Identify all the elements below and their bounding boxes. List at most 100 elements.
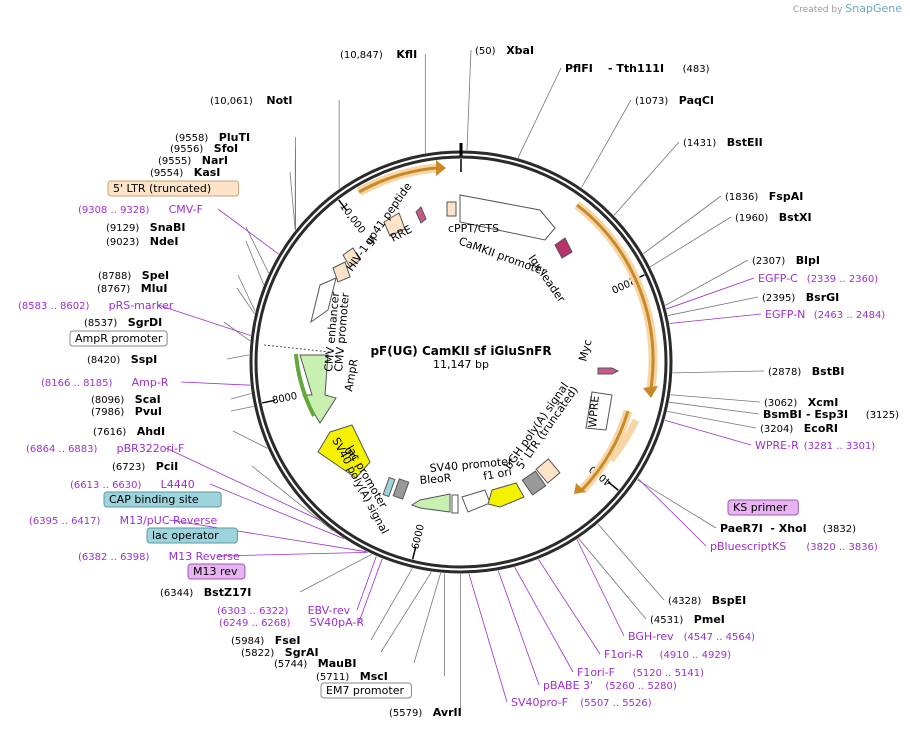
- enzyme-site-label[interactable]: (6344)BstZ17I: [160, 586, 251, 599]
- enzyme-name: BlpI: [796, 254, 820, 267]
- orf-arrow-top-head: [436, 160, 446, 176]
- enzyme-position: (3125): [866, 410, 899, 421]
- enzyme-site-label[interactable]: (7986)PvuI: [91, 405, 162, 418]
- enzyme-site-label[interactable]: (6723)PciI: [112, 460, 178, 473]
- enzyme-site-label[interactable]: (1431)BstEII: [683, 136, 763, 149]
- primer-label[interactable]: (8583 .. 8602)pRS-marker: [18, 299, 174, 312]
- enzyme-site-label[interactable]: PflFI- Tth111I(483): [565, 62, 710, 75]
- enzyme-position: (5744): [274, 659, 307, 670]
- enzyme-site-label[interactable]: (5579)AvrII: [389, 706, 462, 719]
- enzyme-site-label[interactable]: (1960)BstXI: [735, 211, 812, 224]
- primer-label[interactable]: (6613 .. 6630)L4440: [70, 478, 195, 491]
- enzyme-site-label[interactable]: (10,061)NotI: [210, 94, 293, 107]
- boxed-feature-label[interactable]: lac operator: [146, 527, 238, 544]
- primer-label[interactable]: F1ori-F(5120 .. 5141): [577, 666, 704, 679]
- enzyme-site-label[interactable]: (8767)MluI: [97, 282, 167, 295]
- feature-label: cPPT/CTS: [448, 222, 499, 235]
- enzyme-site-label[interactable]: (5744)MauBI: [274, 657, 356, 670]
- enzyme-position: (8096): [91, 395, 124, 406]
- primer-label[interactable]: (6382 .. 6398)M13 Reverse: [78, 550, 240, 563]
- primer-leader-line: [157, 304, 251, 336]
- primer-label[interactable]: (6303 .. 6322)EBV-rev: [217, 604, 351, 617]
- orf-arrow-right-head: [643, 386, 658, 398]
- primer-label[interactable]: pBluescriptKS(3820 .. 3836): [710, 540, 878, 553]
- enzyme-name: PflFI: [565, 62, 593, 75]
- enzyme-leader-line: [236, 287, 255, 315]
- boxed-feature-label[interactable]: 5' LTR (truncated): [107, 180, 240, 197]
- primer-name: pBABE 3': [543, 679, 593, 692]
- enzyme-name: BstEII: [727, 136, 763, 149]
- enzyme-site-label[interactable]: (9554)KasI: [150, 166, 220, 179]
- enzyme-position: (5984): [231, 636, 264, 647]
- enzyme-site-label[interactable]: (8537) SgrDI: [84, 316, 162, 329]
- primer-label[interactable]: pBABE 3'(5260 .. 5280): [543, 679, 677, 692]
- feature-cap-site: [392, 478, 410, 500]
- feature-igk-leader: [554, 237, 573, 259]
- enzyme-site-label[interactable]: BsmBI- Esp3I(3125): [763, 408, 899, 421]
- feature-cmv-enhancer: [310, 277, 337, 324]
- enzyme-site-label[interactable]: (3062)XcmI: [764, 396, 838, 409]
- enzyme-site-label[interactable]: (9555)NarI: [158, 154, 228, 167]
- primer-label[interactable]: EGFP-C(2339 .. 2360): [758, 272, 878, 285]
- enzyme-site-label[interactable]: (9556)SfoI: [170, 142, 238, 155]
- primer-label[interactable]: (8166 .. 8185)Amp-R: [41, 376, 169, 389]
- primer-label[interactable]: (6395 .. 6417)M13/pUC Reverse: [29, 514, 217, 527]
- enzyme-site-label[interactable]: (1836)FspAI: [725, 190, 803, 203]
- enzyme-site-label[interactable]: (8096)ScaI: [91, 393, 161, 406]
- enzyme-site-label[interactable]: (2395)BsrGI: [762, 291, 839, 304]
- primer-label[interactable]: (6864 .. 6883)pBR322ori-F: [26, 442, 184, 455]
- enzyme-site-label[interactable]: (8420)SspI: [87, 353, 157, 366]
- enzyme-site-label[interactable]: (10,847)KflI: [340, 48, 417, 61]
- enzyme-name: BspEI: [712, 594, 746, 607]
- enzyme-site-label[interactable]: (7616)AhdI: [93, 425, 165, 438]
- enzyme-position: (7616): [93, 427, 126, 438]
- feature-ampr-promoter-arrow: [294, 353, 316, 417]
- primer-name: EGFP-N: [765, 308, 805, 321]
- boxed-feature-label[interactable]: EM7 promoter: [320, 682, 412, 699]
- enzyme-leader-line: [230, 393, 252, 400]
- enzyme-site-label[interactable]: (9023)NdeI: [106, 235, 178, 248]
- enzyme-site-label[interactable]: (8788)SpeI: [98, 269, 169, 282]
- primer-label[interactable]: (9308 .. 9328)CMV-F: [78, 203, 203, 216]
- enzyme-name: SgrDI: [128, 316, 162, 329]
- primer-name: SV40pro-F: [511, 696, 568, 709]
- boxed-feature-label[interactable]: CAP binding site: [103, 491, 222, 508]
- primer-label[interactable]: WPRE-R(3281 .. 3301): [755, 439, 875, 452]
- enzyme-name: PmeI: [694, 613, 725, 626]
- boxed-feature-label[interactable]: AmpR promoter: [69, 330, 168, 347]
- enzyme-site-label[interactable]: (5984)FseI: [231, 634, 300, 647]
- enzyme-name-alt: - XhoI: [770, 522, 806, 535]
- enzyme-site-label[interactable]: (2878)BstBI: [768, 365, 844, 378]
- enzyme-name: PaeR7I: [720, 522, 763, 535]
- enzyme-position: (1836): [725, 192, 758, 203]
- enzyme-site-label[interactable]: (5822)SgrAI: [241, 646, 319, 659]
- enzyme-site-label[interactable]: (5711)MscI: [316, 670, 388, 683]
- enzyme-site-label[interactable]: (9558)PluTI: [175, 131, 250, 144]
- enzyme-position: (8537): [84, 318, 117, 329]
- primer-label[interactable]: EGFP-N(2463 .. 2484): [765, 308, 885, 321]
- feature-f1-ori: [487, 482, 525, 508]
- boxed-feature-label[interactable]: KS primer: [727, 499, 799, 516]
- primer-label[interactable]: (6249 .. 6268)SV40pA-R: [219, 616, 364, 629]
- enzyme-name-alt: - Esp3I: [806, 408, 848, 421]
- primer-leader-line: [209, 483, 344, 540]
- enzyme-site-label[interactable]: (9129)SnaBI: [106, 221, 185, 234]
- enzyme-leader-line: [517, 67, 562, 158]
- enzyme-site-label[interactable]: (1073)PaqCI: [635, 94, 714, 107]
- primer-leader-line: [576, 539, 625, 637]
- label-box: [187, 563, 246, 580]
- enzyme-name: SpeI: [142, 269, 169, 282]
- boxed-feature-label[interactable]: M13 rev: [187, 563, 246, 580]
- primer-label[interactable]: BGH-rev(4547 .. 4564): [628, 630, 755, 643]
- enzyme-site-label[interactable]: (50)XbaI: [475, 44, 534, 57]
- primer-label[interactable]: SV40pro-F(5507 .. 5526): [511, 696, 652, 709]
- enzyme-site-label[interactable]: (3204)EcoRI: [760, 422, 838, 435]
- enzyme-site-label[interactable]: (4531)PmeI: [650, 613, 725, 626]
- primer-range: (8583 .. 8602): [18, 301, 90, 312]
- enzyme-site-label[interactable]: (4328)BspEI: [668, 594, 746, 607]
- enzyme-position: (9554): [150, 168, 183, 179]
- primer-label[interactable]: F1ori-R(4910 .. 4929): [604, 648, 731, 661]
- enzyme-site-label[interactable]: (2307)BlpI: [752, 254, 820, 267]
- enzyme-site-label[interactable]: PaeR7I- XhoI(3832): [720, 522, 856, 535]
- primer-range: (9308 .. 9328): [78, 205, 150, 216]
